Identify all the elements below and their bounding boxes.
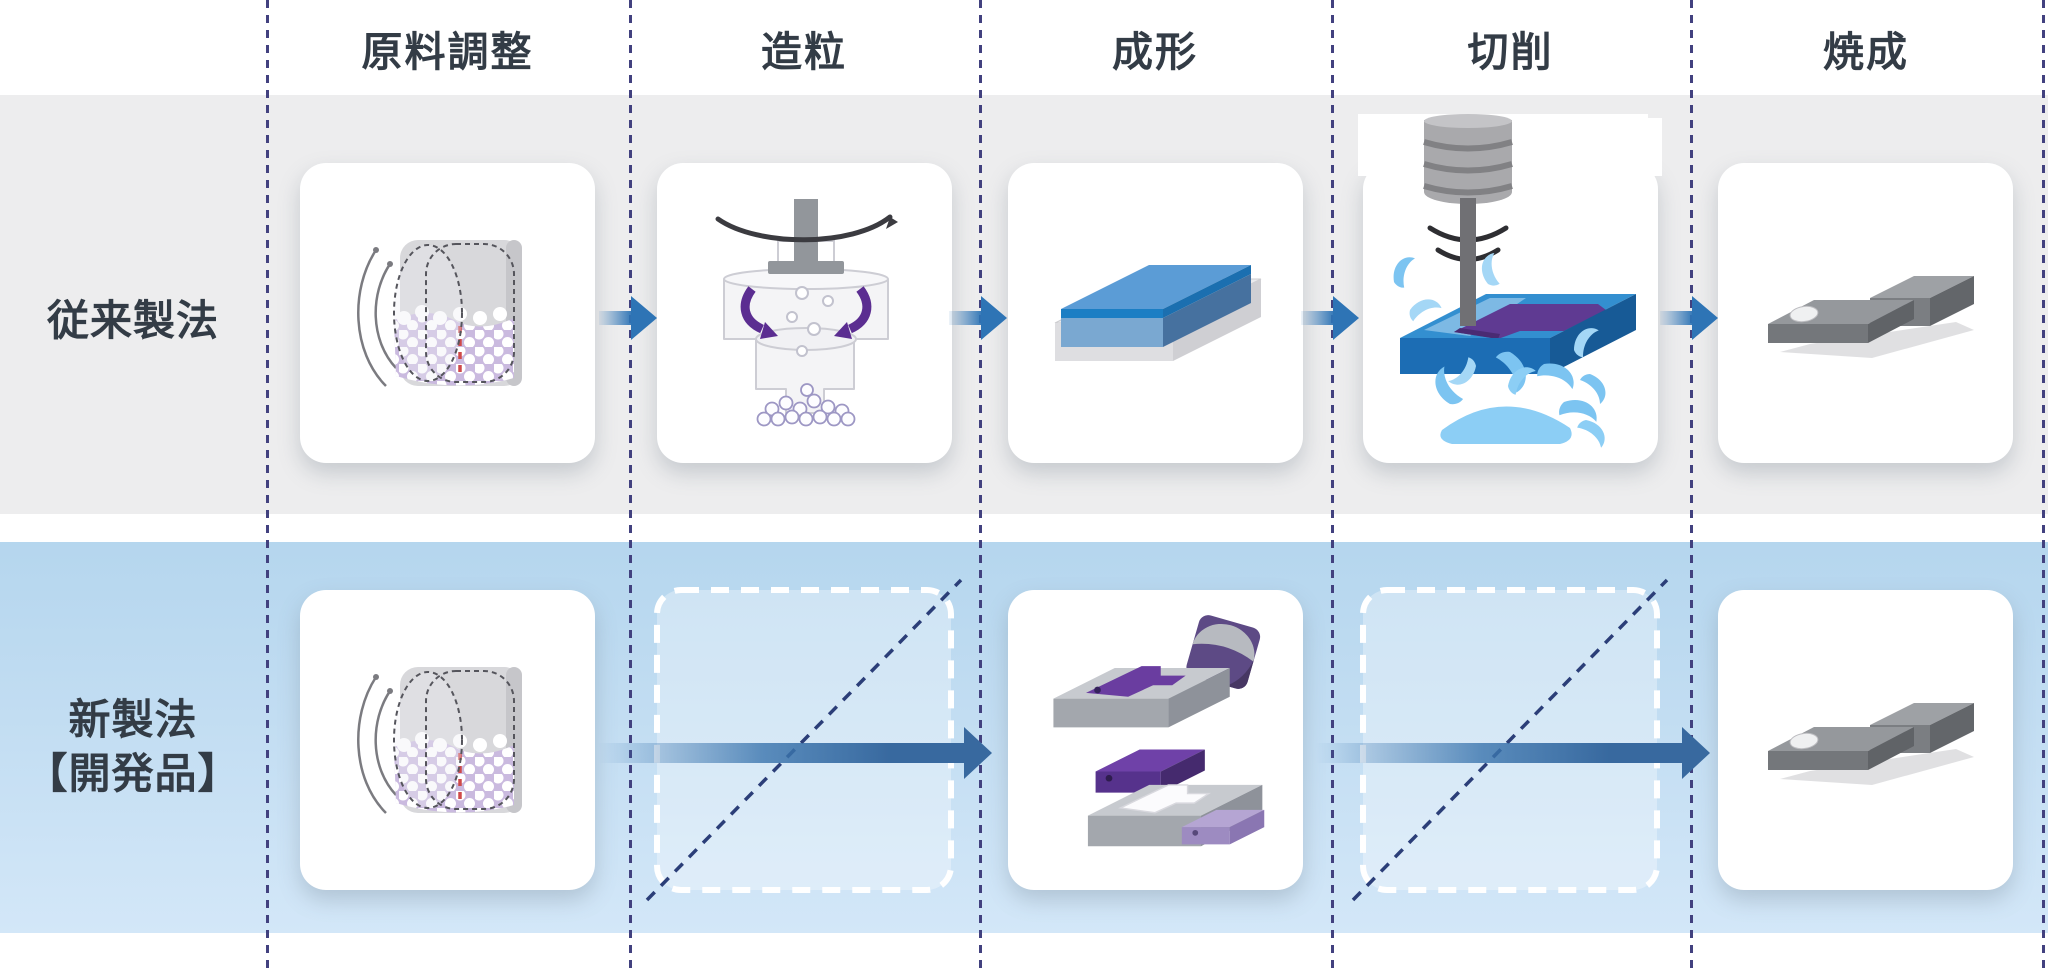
row-label-conventional: 従来製法 (46, 297, 219, 344)
column-divider-line (979, 0, 982, 969)
column-divider-line (2042, 0, 2045, 969)
flow-arrow-new-skip-cutting (1316, 727, 1710, 779)
milling-machine-icon (1358, 112, 1648, 462)
column-divider-line (266, 0, 269, 969)
flow-arrow-conventional-4 (1660, 296, 1718, 340)
skip-box-cutting (1351, 578, 1669, 902)
row-label-new: 新製法 【開発品】 (0, 542, 266, 933)
column-divider-line (629, 0, 632, 969)
column-divider-line (1331, 0, 1334, 969)
column-header-firing: 焼成 (1823, 28, 1909, 75)
ball-mill-drum-icon (356, 665, 524, 815)
flow-arrow-new-skip-granulation (598, 727, 992, 779)
column-header-raw-material-adjustment: 原料調整 (361, 28, 534, 75)
column-header-granulation: 造粒 (761, 28, 847, 75)
mold-and-parts-icon (1052, 612, 1265, 847)
skip-box-granulation (645, 578, 963, 902)
flow-arrow-conventional-1 (599, 296, 657, 340)
column-divider-line (1690, 0, 1693, 969)
sintered-part-icon (1767, 275, 1975, 359)
column-header-forming: 成形 (1112, 28, 1198, 75)
row-label-new-line2: 【開発品】 (25, 749, 241, 797)
ball-mill-drum-icon (356, 238, 524, 388)
row-label-new-line1: 新製法 (68, 695, 198, 743)
flow-arrow-conventional-3 (1301, 296, 1359, 340)
flow-arrow-conventional-2 (949, 296, 1007, 340)
pressed-green-block-icon (1054, 264, 1262, 362)
sintered-part-icon (1767, 702, 1975, 786)
column-header-cutting: 切削 (1467, 28, 1554, 75)
granulator-icon (694, 193, 914, 433)
